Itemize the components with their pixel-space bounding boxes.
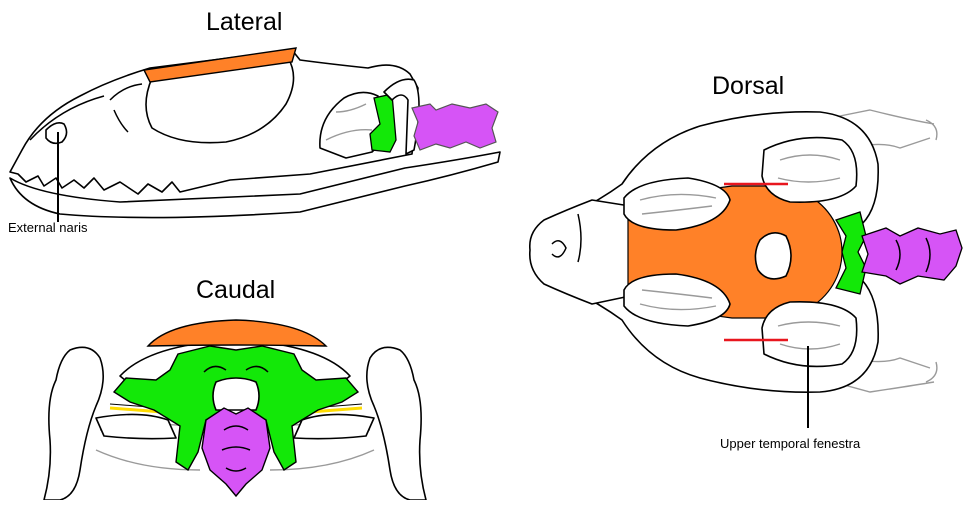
dorsal-title: Dorsal — [712, 72, 784, 101]
caudal-title: Caudal — [196, 276, 275, 305]
lateral-view — [10, 48, 500, 222]
lateral-title: Lateral — [206, 8, 282, 37]
dorsal-vertebra — [862, 228, 962, 284]
caudal-right-jaw — [367, 347, 426, 500]
caudal-parietal — [148, 320, 326, 346]
caudal-view — [44, 320, 426, 500]
dorsal-upper-fenestra-bottom — [762, 302, 857, 367]
dorsal-pineal-opening — [755, 233, 791, 279]
caudal-left-quadrate — [96, 414, 176, 438]
caudal-left-jaw — [44, 347, 103, 500]
external-naris-label: External naris — [8, 220, 87, 235]
dorsal-view — [530, 110, 962, 428]
caudal-vertebra — [202, 408, 270, 496]
dorsal-upper-fenestra-top — [762, 138, 857, 203]
lateral-vertebra — [412, 104, 498, 150]
upper-temporal-fenestra-label: Upper temporal fenestra — [720, 436, 860, 451]
caudal-foramen-magnum — [213, 378, 259, 410]
